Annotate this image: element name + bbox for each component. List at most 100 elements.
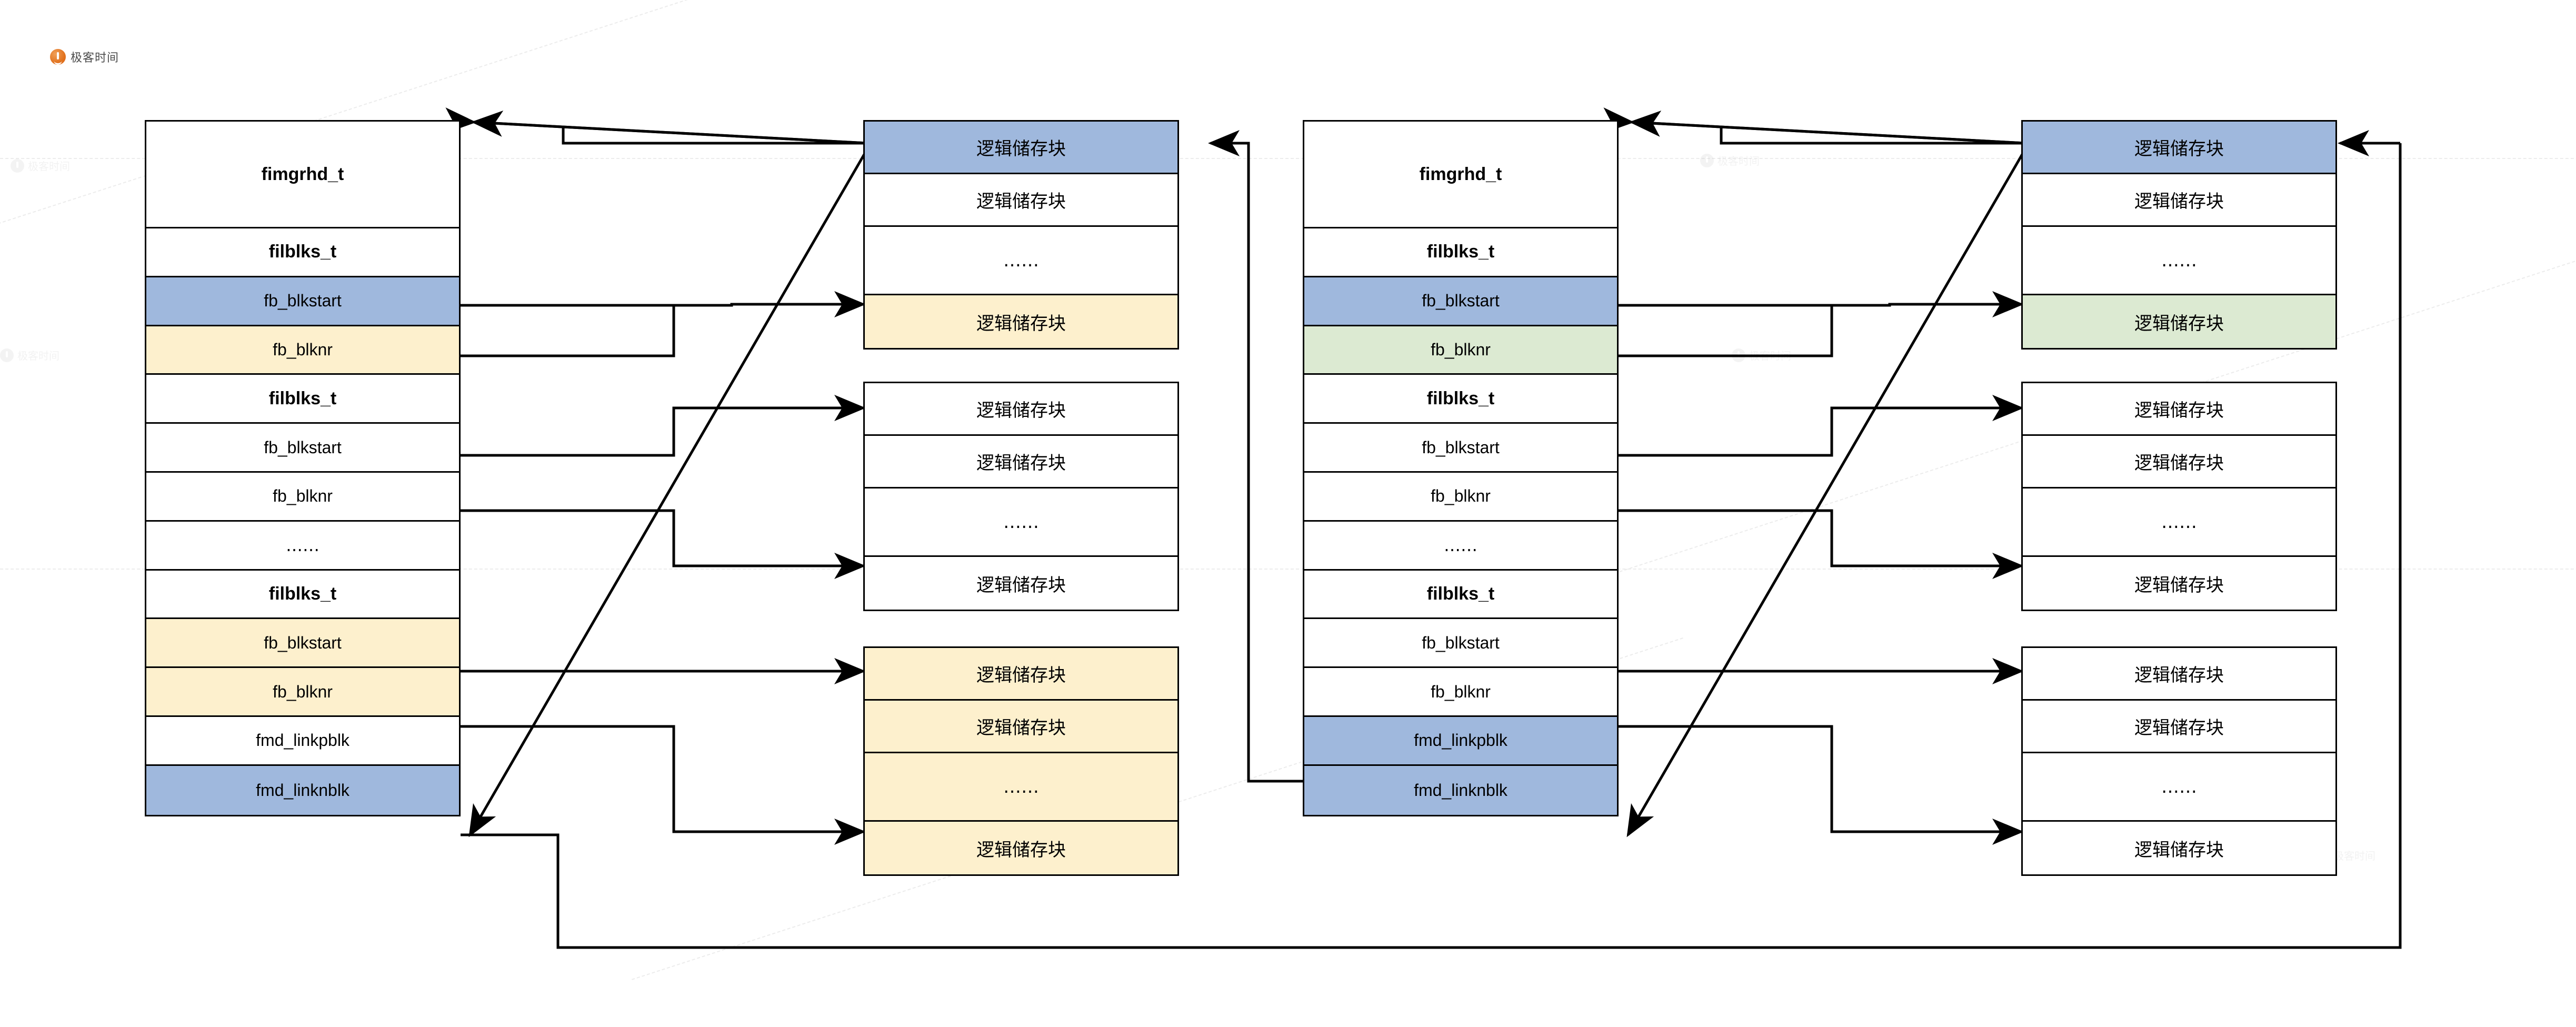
row-label: fb_blknr <box>1431 340 1491 359</box>
block-label: …… <box>2161 776 2197 797</box>
row-label: fb_blkstart <box>264 633 342 652</box>
row-label: filblks_t <box>1426 583 1495 604</box>
block-label: 逻辑储存块 <box>976 191 1066 212</box>
table-row: …… <box>146 521 459 571</box>
table-row: filblks_t <box>146 228 459 277</box>
block-cell: 逻辑储存块 <box>865 436 1177 488</box>
wire-left-blkstart1 <box>461 291 866 317</box>
block-cell: 逻辑储存块 <box>865 557 1177 610</box>
table-row: fb_blkstart <box>1304 619 1617 669</box>
block-label: 逻辑储存块 <box>2134 400 2224 421</box>
row-label: fb_blknr <box>1431 486 1491 506</box>
block-label: 逻辑储存块 <box>976 717 1066 739</box>
block-cell: 逻辑储存块 <box>865 701 1177 753</box>
wire-bottom-loop <box>461 143 2402 949</box>
block-cell: …… <box>2023 227 2335 295</box>
block-label: 逻辑储存块 <box>976 574 1066 596</box>
block-label: 逻辑储存块 <box>2134 574 2224 596</box>
table-row: fb_blkstart <box>146 277 459 326</box>
block-label: 逻辑储存块 <box>2134 138 2224 159</box>
wire-right-blknr2 <box>1619 509 2024 579</box>
wire-left-diagonal <box>468 137 875 837</box>
row-label: fb_blkstart <box>1422 437 1500 457</box>
row-label: filblks_t <box>268 242 337 262</box>
block-cell: …… <box>2023 753 2335 822</box>
block-cell: 逻辑储存块 <box>2023 295 2335 348</box>
block-cell: 逻辑储存块 <box>2023 436 2335 488</box>
row-label: fmd_linknblk <box>256 780 350 800</box>
table-row: filblks_t <box>1304 375 1617 424</box>
block-label: …… <box>1003 511 1039 533</box>
table-row: fb_blkstart <box>146 424 459 473</box>
table-row: fmd_linknblk <box>146 765 459 815</box>
row-label: fimgrhd_t <box>1419 164 1502 184</box>
block-label: 逻辑储存块 <box>2134 839 2224 861</box>
table-row: fb_blknr <box>1304 473 1617 522</box>
block-group-right-1: 逻辑储存块逻辑储存块……逻辑储存块 <box>2021 120 2337 350</box>
block-label: 逻辑储存块 <box>976 453 1066 474</box>
table-row: fb_blknr <box>146 326 459 375</box>
row-label: fmd_linkpblk <box>1414 731 1507 750</box>
table-row: filblks_t <box>146 375 459 424</box>
block-cell: 逻辑储存块 <box>865 648 1177 701</box>
block-label: 逻辑储存块 <box>976 400 1066 421</box>
row-label: fb_blknr <box>273 486 333 506</box>
wire-left-g1-up <box>562 126 863 145</box>
wire-right-blknr1 <box>1619 304 1833 357</box>
row-label: fb_blkstart <box>264 291 342 311</box>
brand-logo: 极客时间 <box>50 48 119 65</box>
table-row: fb_blknr <box>1304 668 1617 717</box>
table-row: fb_blknr <box>1304 326 1617 375</box>
table-row: fmd_linkpblk <box>1304 717 1617 766</box>
block-label: 逻辑储存块 <box>976 839 1066 861</box>
wire-left-blkstart2 <box>461 395 866 457</box>
wire-right-blknr3 <box>1619 725 2024 845</box>
block-label: 逻辑储存块 <box>976 313 1066 334</box>
row-label: fmd_linkpblk <box>256 731 350 750</box>
block-cell: 逻辑储存块 <box>865 174 1177 227</box>
block-label: 逻辑储存块 <box>2134 717 2224 739</box>
block-group-left-1: 逻辑储存块逻辑储存块……逻辑储存块 <box>863 120 1179 350</box>
block-cell: 逻辑储存块 <box>2023 122 2335 174</box>
block-cell: 逻辑储存块 <box>865 295 1177 348</box>
brand-name: 极客时间 <box>71 52 119 65</box>
block-cell: 逻辑储存块 <box>2023 383 2335 436</box>
block-label: 逻辑储存块 <box>2134 453 2224 474</box>
block-group-left-3: 逻辑储存块逻辑储存块……逻辑储存块 <box>863 646 1179 876</box>
table-row: fb_blknr <box>146 473 459 522</box>
row-label: filblks_t <box>268 583 337 604</box>
row-label: fb_blknr <box>1431 682 1491 701</box>
block-cell: 逻辑储存块 <box>2023 174 2335 227</box>
row-label: filblks_t <box>268 388 337 408</box>
block-cell: …… <box>865 488 1177 557</box>
block-label: 逻辑储存块 <box>976 665 1066 686</box>
wire-left-blknr1 <box>461 304 675 357</box>
block-label: …… <box>2161 511 2197 533</box>
wire-right-g1-up <box>1720 126 2021 145</box>
table-row: fmd_linknblk <box>1304 765 1617 815</box>
block-cell: 逻辑储存块 <box>2023 701 2335 753</box>
block-label: …… <box>1003 250 1039 271</box>
table-row: filblks_t <box>146 570 459 620</box>
table-row: filblks_t <box>1304 228 1617 277</box>
row-label: filblks_t <box>1426 242 1495 262</box>
block-cell: …… <box>865 227 1177 295</box>
table-row: fmd_linkpblk <box>146 717 459 766</box>
block-cell: 逻辑储存块 <box>2023 648 2335 701</box>
table-row: fb_blkstart <box>1304 424 1617 473</box>
wire-left-blknr2 <box>461 509 866 579</box>
table-row: …… <box>1304 521 1617 571</box>
table-row: fimgrhd_t <box>1304 122 1617 228</box>
block-group-right-3: 逻辑储存块逻辑储存块……逻辑储存块 <box>2021 646 2337 876</box>
row-label: filblks_t <box>1426 388 1495 408</box>
row-label: fb_blknr <box>273 340 333 359</box>
row-label: fb_blkstart <box>264 437 342 457</box>
block-cell: 逻辑储存块 <box>865 822 1177 874</box>
block-cell: 逻辑储存块 <box>865 383 1177 436</box>
block-cell: 逻辑储存块 <box>2023 822 2335 874</box>
block-label: 逻辑储存块 <box>2134 313 2224 334</box>
table-row: fb_blkstart <box>146 619 459 669</box>
row-label: fb_blkstart <box>1422 633 1500 652</box>
row-label: fimgrhd_t <box>261 164 344 184</box>
